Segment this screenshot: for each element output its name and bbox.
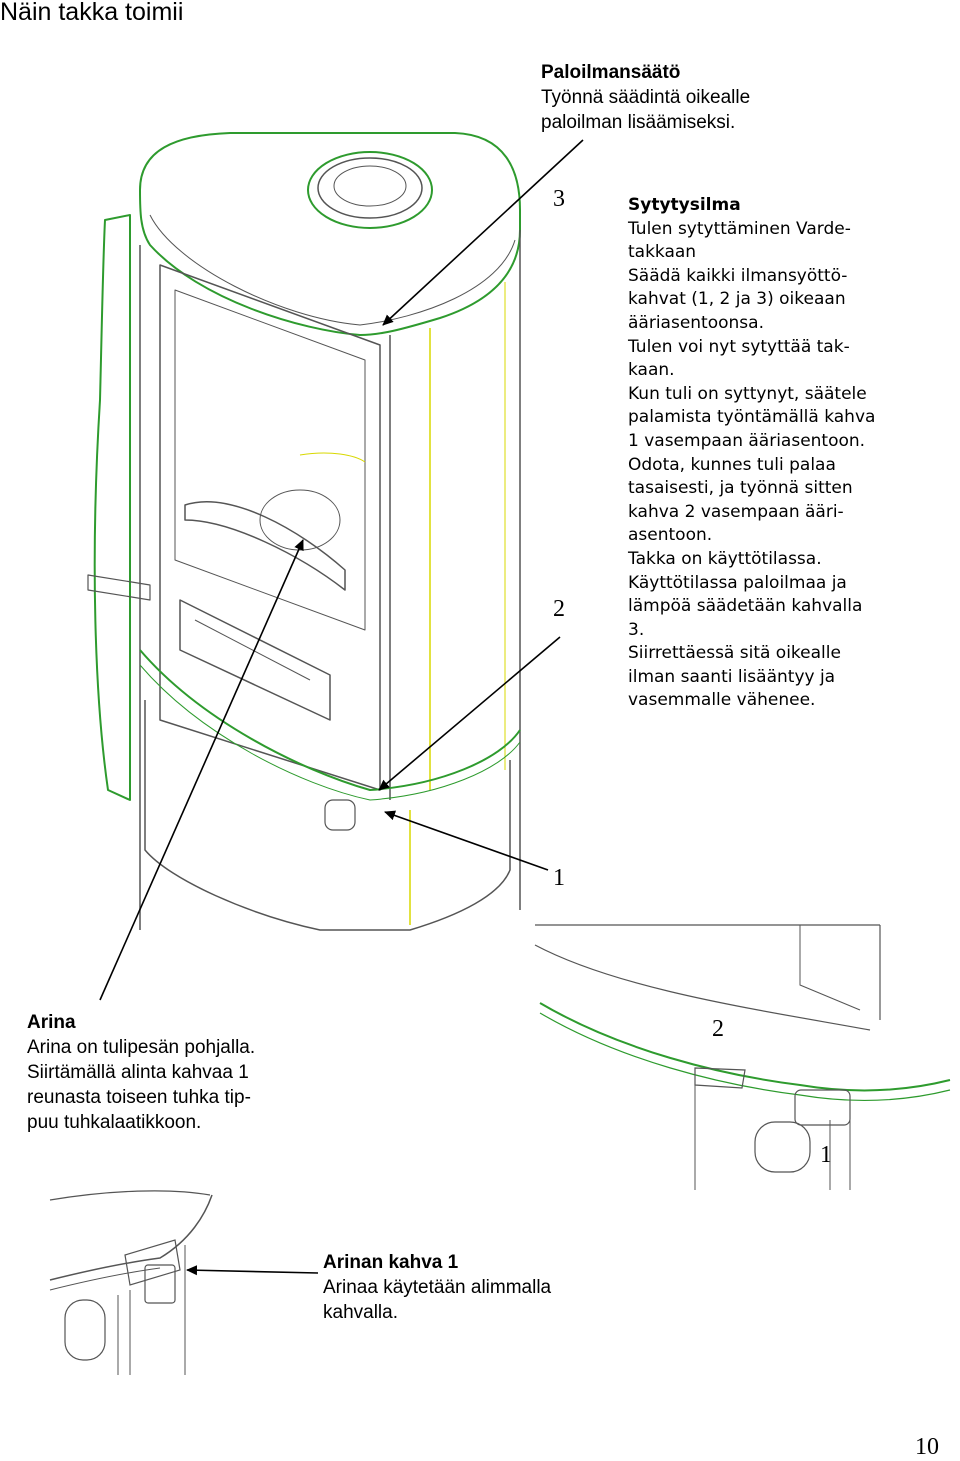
sytytysilma-line: Säädä kaikki ilmansyöttö- [628,265,848,286]
fire-grate [184,501,346,591]
sytytysilma-line: Tulen voi nyt sytyttää tak- [628,336,850,357]
paloilmansaato-text: Paloilmansäätö Työnnä säädintä oikealle … [541,60,750,135]
arrow-to-lever-2 [378,636,561,791]
sytytysilma-line: ilman saanti lisääntyy ja [628,666,836,687]
paloilmansaato-heading: Paloilmansäätö [541,62,681,83]
arina-text: Arina Arina on tulipesän pohjalla. Siirt… [27,1010,255,1135]
sytytysilma-line: Odota, kunnes tuli palaa [628,454,836,475]
arinan-kahva-line: Arinaa käytetään alimmalla [323,1277,552,1298]
detail-green-rim-inner [539,1012,951,1102]
detail-lever-1-housing [794,1089,851,1126]
ash-drawer-handle [194,619,311,681]
door-glass [174,289,366,631]
sytytysilma-text: Sytytysilma Tulen sytyttäminen Varde- ta… [628,194,875,713]
stove-top-outline [139,132,521,336]
stove-base [144,700,511,931]
arinan-kahva-text: Arinan kahva 1 Arinaa käytetään alimmall… [323,1250,551,1325]
arrow-to-grate [99,539,304,1001]
sytytysilma-line: kahva 2 vasempaan ääri- [628,501,844,522]
arina-line: puu tuhkalaatikkoon. [27,1112,202,1133]
bottom-detail-oval-opening [64,1299,106,1361]
paloilmansaato-line: Työnnä säädintä oikealle [541,87,751,108]
detail-lever-2 [694,1067,746,1089]
paloilmansaato-line: paloilman lisäämiseksi. [541,112,736,133]
sytytysilma-line: Kun tuli on syttynyt, säätele [628,383,867,404]
bottom-detail-handle [124,1239,181,1286]
stove-illustration [87,132,521,931]
bottom-detail-rim [49,1194,213,1281]
arrow-to-lever-1 [384,810,549,871]
sytytysilma-line: palamista työntämällä kahva [628,407,876,428]
sytytysilma-line: lämpöä säädetään kahvalla [628,596,863,617]
middle-band [139,649,521,791]
top-vent-ring [317,157,423,219]
arrow-to-grate-handle [186,1265,319,1276]
sytytysilma-line: takkaan [628,242,697,263]
stove-top-inner [149,214,516,326]
lower-handle-housing [324,799,356,831]
top-vent-inner [333,165,407,207]
detail-top-curve [534,944,871,1031]
sytytysilma-line: Takka on käyttötilassa. [628,548,822,569]
ash-drawer [179,599,331,721]
callout-arrows [99,139,584,1276]
door-frame [159,264,381,791]
sytytysilma-heading: Sytytysilma [628,195,741,215]
sytytysilma-line: Siirrettäessä sitä oikealle [628,643,841,664]
detail-panel-inner [799,925,861,1011]
sytytysilma-line: vasemmalle vähenee. [628,690,816,711]
callout-number-3: 3 [553,186,565,212]
bottom-detail-handle-box [144,1264,176,1304]
page-number: 10 [915,1434,939,1460]
detail-green-rim [539,1002,951,1092]
sytytysilma-line: kahvat (1, 2 ja 3) oikeaan [628,289,846,310]
open-door-outline [93,214,131,801]
top-vent-ring-outer [307,151,433,229]
arinan-kahva-heading: Arinan kahva 1 [323,1252,459,1273]
sytytysilma-line: ääriasentoonsa. [628,312,764,333]
detail-illustration [534,924,951,1190]
sytytysilma-line: 1 vasempaan ääriasentoon. [628,430,866,451]
bottom-detail-rim-inner [49,1267,161,1291]
arina-heading: Arina [27,1012,76,1033]
page-title: Näin takka toimii [0,0,184,26]
sytytysilma-line: Tulen sytyttäminen Varde- [628,218,851,239]
arina-line: reunasta toiseen tuhka tip- [27,1087,251,1108]
callout-number-2: 2 [553,596,565,622]
arina-line: Siirtämällä alinta kahvaa 1 [27,1062,249,1083]
bottom-detail-top-rim [49,1190,211,1201]
detail-callout-number-2: 2 [712,1016,724,1042]
bottom-detail-illustration [49,1190,213,1375]
sytytysilma-line: Käyttötilassa paloilmaa ja [628,572,847,593]
detail-oval-opening [754,1121,811,1173]
callout-number-1: 1 [553,865,565,891]
sytytysilma-line: kaan. [628,360,675,381]
arinan-kahva-line: kahvalla. [323,1302,398,1323]
sytytysilma-line: asentoon. [628,525,713,546]
door-latch [87,574,151,601]
sytytysilma-line: 3. [628,619,645,640]
detail-callout-number-1: 1 [820,1142,832,1168]
middle-band-inner [139,664,521,801]
arrow-to-lever-3 [382,139,584,326]
arina-line: Arina on tulipesän pohjalla. [27,1037,256,1058]
yellow-highlight-line [299,452,366,463]
sytytysilma-line: tasaisesti, ja työnnä sitten [628,478,853,499]
